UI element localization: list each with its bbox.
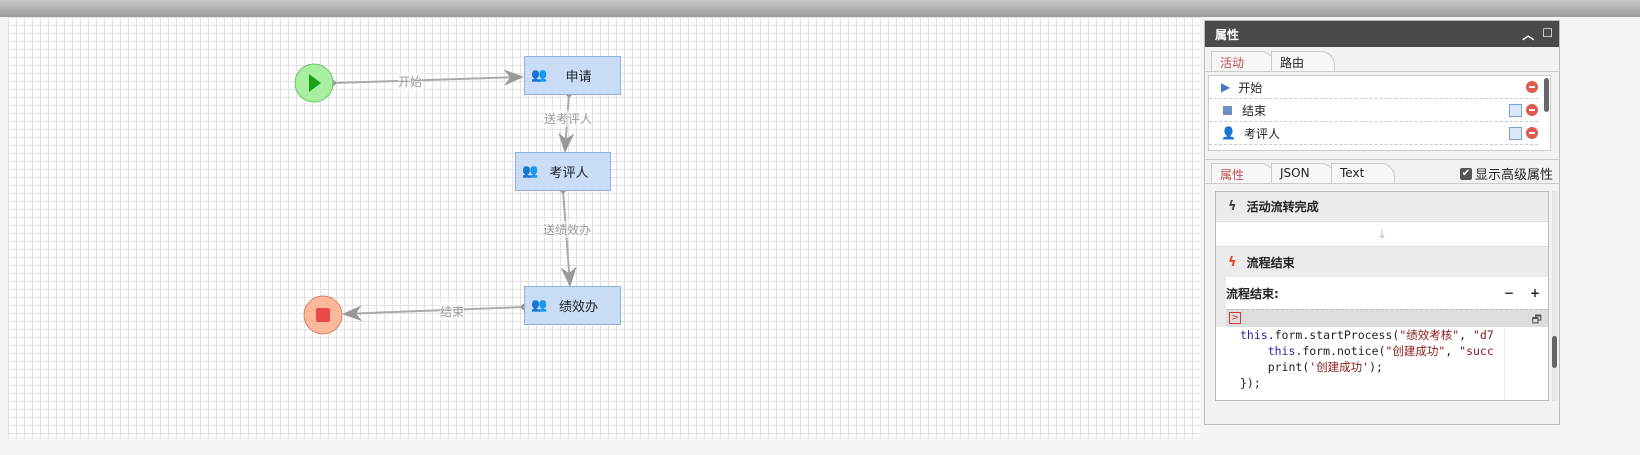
activity-list: ▶开始 结束 👤考评人	[1208, 75, 1551, 151]
restore-icon[interactable]: 🗗	[1531, 313, 1542, 326]
copy-icon[interactable]	[1509, 126, 1522, 140]
stop-icon	[1223, 105, 1232, 115]
bolt-icon: ϟ	[1228, 199, 1237, 214]
node-office[interactable]: 👥绩效办	[524, 286, 621, 325]
edge-start[interactable]	[332, 69, 524, 86]
delete-icon[interactable]	[1526, 127, 1538, 139]
advanced-checkbox[interactable]: ✔显示高级属性	[1459, 167, 1553, 183]
top-bar	[0, 0, 1640, 17]
code-editor[interactable]: this.form.startProcess("绩效考核", "d7 this.…	[1226, 327, 1548, 400]
edge-end[interactable]	[342, 305, 525, 322]
property-tabs: 属性 JSON Text ✔显示高级属性	[1205, 159, 1559, 184]
flow-canvas[interactable]: 👥申请 👥考评人 👥绩效办 开始 送考评人 送绩效办 结束	[8, 17, 1200, 437]
panel-header: 属性 ︿ ☐	[1205, 21, 1559, 47]
end-node[interactable]	[303, 295, 343, 335]
list-item[interactable]: 👤考评人	[1209, 122, 1538, 145]
tab-properties[interactable]: 属性	[1211, 163, 1275, 183]
tab-route[interactable]: 路由	[1271, 51, 1335, 71]
activity-tabs: 活动 路由	[1205, 47, 1559, 72]
users-icon: 👥	[531, 298, 548, 313]
delete-icon[interactable]	[1526, 81, 1538, 93]
checkbox-icon[interactable]: ✔	[1459, 167, 1472, 180]
panel-title: 属性	[1215, 27, 1240, 42]
tab-text[interactable]: Text	[1331, 163, 1395, 183]
tab-activity[interactable]: 活动	[1211, 51, 1275, 71]
tab-json[interactable]: JSON	[1271, 163, 1335, 183]
list-item[interactable]: 结束	[1209, 99, 1538, 122]
editor-toolbar: >🗗	[1226, 309, 1548, 327]
node-reviewer[interactable]: 👥考评人	[515, 152, 611, 191]
flow-end-field: 流程结束:−+	[1226, 277, 1548, 309]
user-icon: 👤	[1221, 126, 1236, 140]
arrow-down-icon: ↓	[1216, 222, 1548, 247]
users-icon: 👥	[531, 68, 548, 83]
content-scrollbar[interactable]	[1552, 191, 1557, 401]
edge-label: 开始	[398, 73, 423, 90]
edge-label: 结束	[440, 303, 465, 320]
list-scrollbar[interactable]	[1544, 78, 1549, 112]
plus-button[interactable]: +	[1529, 286, 1540, 300]
properties-panel: 属性 ︿ ☐ 活动 路由 ▶开始 结束 👤考评人 属性 JSON Text ✔显示…	[1204, 20, 1560, 425]
start-node[interactable]	[294, 63, 334, 103]
users-icon: 👥	[522, 164, 539, 179]
play-icon: ▶	[1221, 80, 1231, 94]
edge-label: 送考评人	[544, 110, 593, 127]
list-item[interactable]: ▶开始	[1209, 76, 1538, 99]
bolt-icon: ϟ	[1228, 254, 1237, 270]
code-minimap[interactable]	[1504, 327, 1548, 400]
node-apply[interactable]: 👥申请	[524, 56, 621, 95]
copy-icon[interactable]	[1509, 103, 1522, 117]
delete-icon[interactable]	[1526, 104, 1538, 116]
flow-edges	[294, 63, 577, 335]
edge-label: 送绩效办	[543, 221, 592, 238]
maximize-icon[interactable]: ☐	[1542, 25, 1553, 40]
minus-button[interactable]: −	[1503, 286, 1514, 300]
run-icon[interactable]: >	[1229, 312, 1241, 324]
collapse-icon[interactable]: ︿	[1522, 27, 1535, 42]
